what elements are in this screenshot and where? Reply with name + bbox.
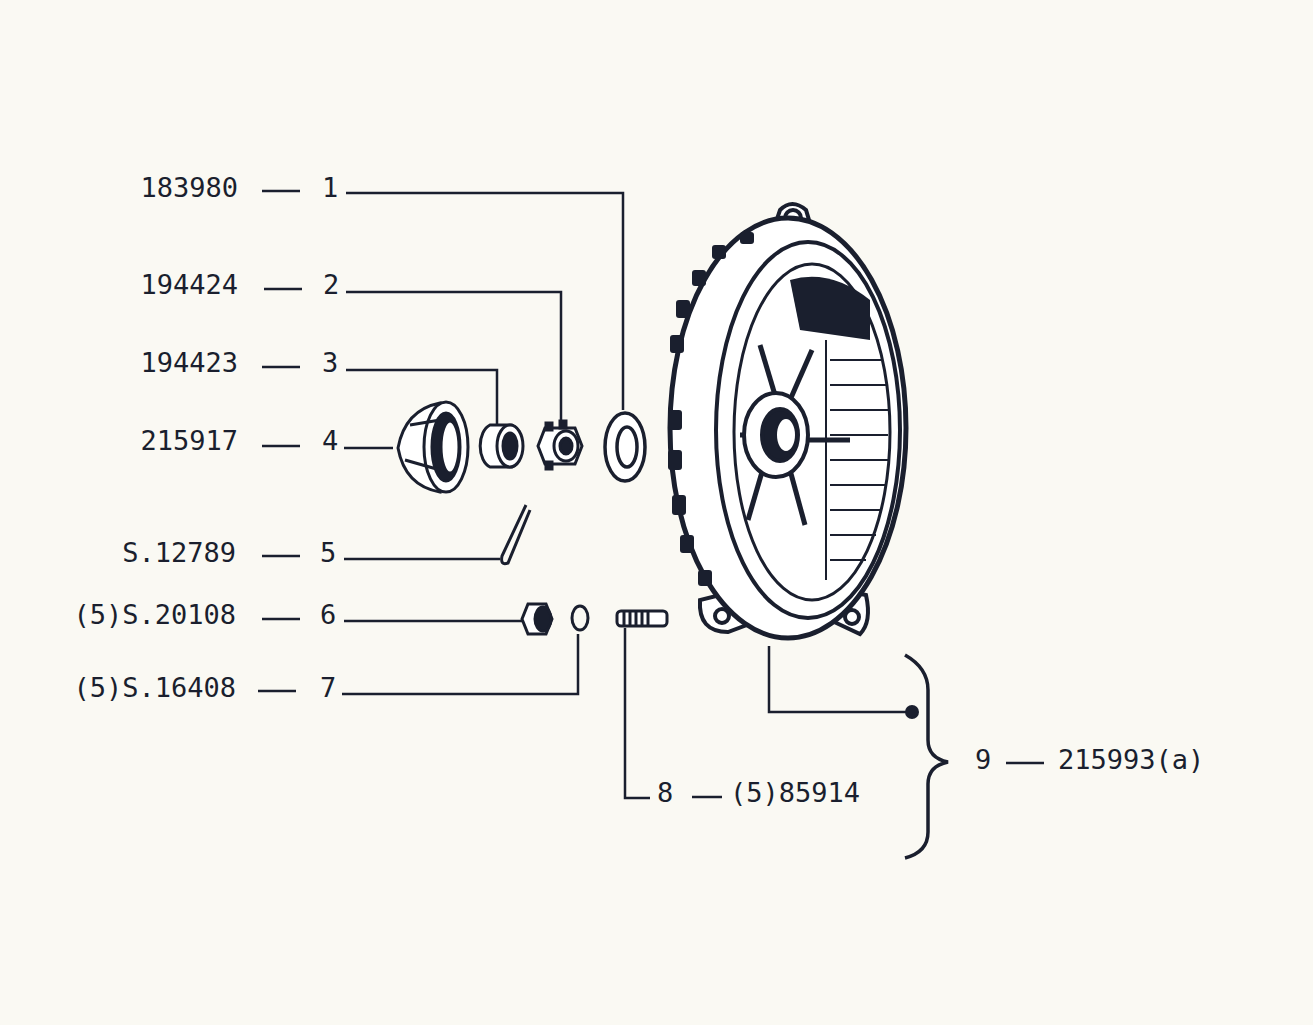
- label-holder: 4: [322, 426, 338, 456]
- callout-number: 3: [322, 347, 338, 378]
- callout-number: 1: [322, 172, 338, 203]
- label-holder: 215993(a): [1058, 745, 1204, 775]
- part-number: 194424: [140, 269, 238, 300]
- label-holder: 9: [975, 745, 991, 775]
- label-holder: 215917: [140, 426, 238, 456]
- callout-number: 2: [323, 269, 339, 300]
- label-holder: 1: [322, 173, 338, 203]
- part-number: (5)S.20108: [73, 599, 236, 630]
- label-holder: (5)S.20108: [73, 600, 236, 630]
- label-holder: 194423: [140, 348, 238, 378]
- part-number: (5)85914: [730, 777, 860, 808]
- label-holder: 3: [322, 348, 338, 378]
- part-number: 194423: [140, 347, 238, 378]
- part-number: S.12789: [122, 537, 236, 568]
- part-number: (5)S.16408: [73, 672, 236, 703]
- label-holder: 5: [320, 538, 336, 568]
- callout-number: 6: [320, 599, 336, 630]
- label-holder: 7: [320, 673, 336, 703]
- label-holder: S.12789: [122, 538, 236, 568]
- part-number: 215993(a): [1058, 744, 1204, 775]
- label-holder: (5)85914: [730, 778, 860, 808]
- label-holder: (5)S.16408: [73, 673, 236, 703]
- callout-number: 7: [320, 672, 336, 703]
- callout-number: 8: [657, 777, 673, 808]
- label-holder: 183980: [140, 173, 238, 203]
- label-holder: 194424: [140, 270, 238, 300]
- part-number: 183980: [140, 172, 238, 203]
- callout-number: 9: [975, 744, 991, 775]
- callout-number: 4: [322, 425, 338, 456]
- label-holder: 2: [323, 270, 339, 300]
- label-holder: 8: [657, 778, 673, 808]
- label-holder: 6: [320, 600, 336, 630]
- part-number: 215917: [140, 425, 238, 456]
- callout-number: 5: [320, 537, 336, 568]
